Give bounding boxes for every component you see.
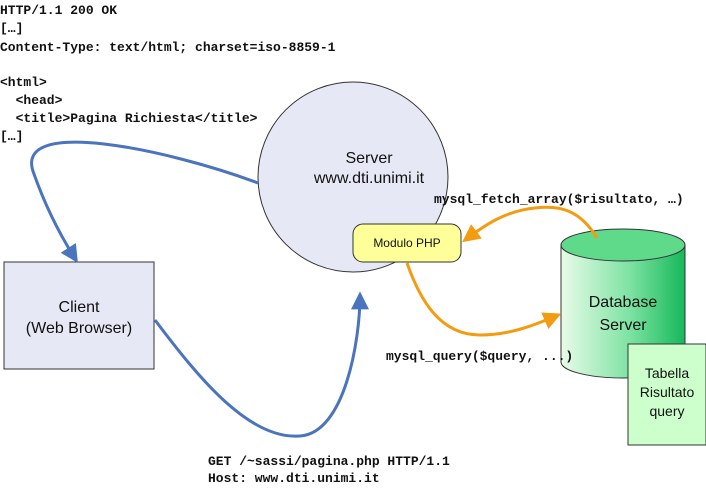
client-node — [3, 261, 155, 370]
response-line: Content-Type: text/html; charset=iso-885… — [0, 40, 336, 55]
response-line: <head> — [0, 93, 63, 108]
response-line: […] — [0, 129, 23, 144]
response-line: […] — [0, 21, 23, 36]
server-title: Server — [345, 150, 393, 167]
query-call-label: mysql_query($query, ...) — [386, 349, 573, 364]
result-table-box — [627, 343, 706, 446]
http-response-text: HTTP/1.1 200 OK […] Content-Type: text/h… — [0, 3, 336, 144]
result-table-line1: Tabella — [645, 365, 690, 381]
response-line: <title>Pagina Richiesta</title> — [0, 111, 258, 126]
response-line: HTTP/1.1 200 OK — [0, 3, 117, 18]
database-label-line2: Server — [599, 317, 647, 334]
client-label-line1: Client — [59, 299, 100, 316]
query-arrow — [405, 262, 562, 337]
fetch-arrow — [462, 205, 599, 243]
server-host: www.dti.unimi.it — [313, 170, 425, 187]
database-label-line1: Database — [589, 294, 658, 311]
http-request-line2: Host: www.dti.unimi.it — [208, 471, 380, 486]
fetch-call-label: mysql_fetch_array($risultato, …) — [434, 192, 684, 207]
result-table-line3: query — [649, 403, 684, 419]
php-module-label: Modulo PHP — [373, 236, 440, 250]
http-request-line1: GET /~sassi/pagina.php HTTP/1.1 — [208, 454, 450, 469]
php-module-box — [352, 223, 462, 263]
http-request-arrow — [153, 291, 369, 438]
result-table-line2: Risultato — [640, 384, 695, 400]
http-response-arrow — [30, 140, 259, 264]
client-label-line2: (Web Browser) — [26, 320, 132, 337]
response-line: <html> — [0, 75, 47, 90]
